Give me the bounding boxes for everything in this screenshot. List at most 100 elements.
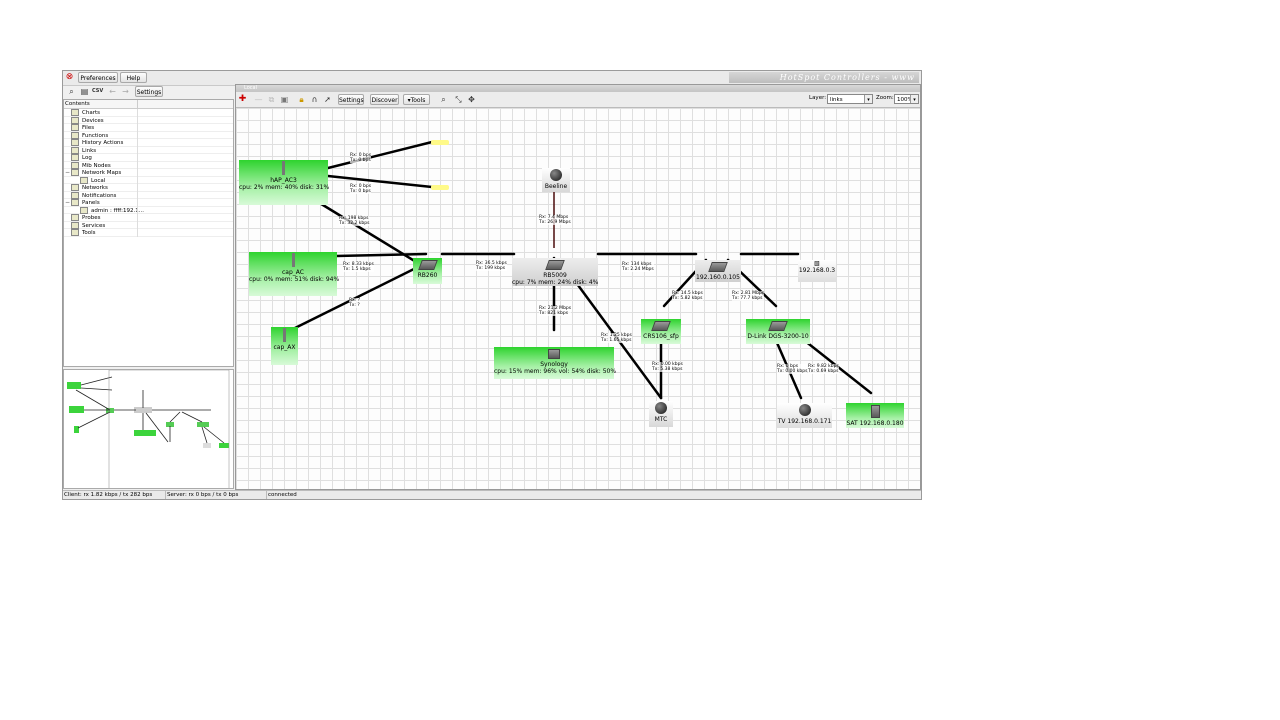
preferences-button[interactable]: Preferences xyxy=(78,72,118,83)
tree-item[interactable]: Devices xyxy=(64,116,233,124)
tree-item[interactable]: History Actions xyxy=(64,139,233,147)
map-settings-button[interactable]: Settings xyxy=(338,94,364,105)
help-button[interactable]: Help xyxy=(120,72,147,83)
tree-header: Contents xyxy=(64,100,233,109)
link-tx: Tx: 2.24 Mbps xyxy=(622,267,654,272)
switch-icon xyxy=(417,260,438,270)
link-rx: Rx: 1.25 kbps xyxy=(601,333,632,338)
folder-icon xyxy=(71,131,79,139)
link-icon[interactable]: ∩ xyxy=(311,95,318,104)
settings-button[interactable]: Settings xyxy=(135,86,163,97)
copy-icon[interactable]: ⧉ xyxy=(268,95,275,104)
unknown-endpoint[interactable] xyxy=(431,185,449,190)
node-beeline[interactable]: Beeline xyxy=(542,168,570,192)
tree-item[interactable]: Mib Nodes xyxy=(64,161,233,169)
column-divider xyxy=(137,139,138,147)
tree-item[interactable]: Networks xyxy=(64,184,233,192)
node-192-160-0-105[interactable]: 192.160.0.105 xyxy=(695,260,741,282)
tree-item[interactable]: Charts xyxy=(64,109,233,117)
find-icon[interactable]: ⌕ xyxy=(441,95,446,104)
binoculars-icon[interactable]: ⌕ xyxy=(69,87,74,96)
forward-arrow-icon[interactable]: → xyxy=(122,87,129,96)
unknown-endpoint[interactable] xyxy=(431,140,449,145)
tree-item[interactable]: −Network Maps xyxy=(64,169,233,177)
tree-item[interactable]: Files xyxy=(64,124,233,132)
antenna-icon xyxy=(283,328,286,342)
tree-expander-icon[interactable]: − xyxy=(65,169,71,176)
back-arrow-icon[interactable]: ← xyxy=(109,87,116,96)
tree-item[interactable]: Probes xyxy=(64,214,233,222)
tree-item[interactable]: Notifications xyxy=(64,191,233,199)
link-tx: Tx: ? xyxy=(349,303,360,308)
lock-icon[interactable]: 🔒︎ xyxy=(299,95,304,104)
remove-icon[interactable]: — xyxy=(254,95,263,104)
link-line[interactable] xyxy=(326,174,434,189)
overview-node xyxy=(106,408,114,413)
node-cap-ax[interactable]: cap_AX xyxy=(271,327,298,365)
expand-icon[interactable]: ✥ xyxy=(468,95,475,104)
tree-item[interactable]: Log xyxy=(64,154,233,162)
link-tx: Tx: 0.00 kbps xyxy=(777,369,808,374)
folder-icon xyxy=(71,199,79,206)
folder-icon xyxy=(80,206,88,214)
node-dlink[interactable]: D-Link DGS-3200-10 xyxy=(746,319,810,344)
tree-item-label: Functions xyxy=(82,132,109,139)
tree-item[interactable]: Functions xyxy=(64,131,233,139)
discover-button[interactable]: Discover xyxy=(370,94,399,105)
tree-item-label: Files xyxy=(82,125,95,131)
pointer-icon[interactable]: ➚ xyxy=(324,95,331,104)
node-cap-ac[interactable]: cap_AC cpu: 0% mem: 51% disk: 94% xyxy=(249,252,339,296)
folder-icon xyxy=(71,139,79,146)
node-sat[interactable]: SAT 192.168.0.180 xyxy=(846,403,904,428)
paste-icon[interactable]: ▣ xyxy=(280,95,289,104)
tools-label: Tools xyxy=(410,97,426,104)
node-rb5009[interactable]: RB5009 cpu: 7% mem: 24% disk: 4% xyxy=(512,258,598,286)
link-line[interactable] xyxy=(326,140,434,170)
tree-item[interactable]: admin : ffff:192.1... xyxy=(64,206,233,214)
tools-button[interactable]: ▾Tools xyxy=(403,94,430,105)
overview-viewport[interactable] xyxy=(108,370,230,489)
overview-node xyxy=(219,443,229,448)
tree-item[interactable]: −Panels xyxy=(64,199,233,207)
column-divider xyxy=(137,221,138,229)
map-overview[interactable] xyxy=(63,369,234,489)
nas-icon xyxy=(548,349,560,359)
shrink-icon[interactable]: ⤡ xyxy=(455,95,462,104)
node-hap-ac3[interactable]: hAP_AC3 cpu: 2% mem: 40% disk: 31% xyxy=(239,160,329,205)
link-line[interactable] xyxy=(334,252,428,258)
zoom-label: Zoom: xyxy=(876,95,894,101)
link-rx: Rx: 2.81 Mbps xyxy=(732,291,765,296)
disconnect-icon[interactable]: ⊗ xyxy=(65,72,74,82)
node-synology[interactable]: Synology cpu: 15% mem: 96% vol: 54% disk… xyxy=(494,347,616,379)
add-icon[interactable]: ✚ xyxy=(238,94,247,104)
tree-item[interactable]: Tools xyxy=(64,229,233,237)
node-name: MTC xyxy=(654,416,668,423)
tree-item-label: Links xyxy=(82,147,97,154)
column-divider xyxy=(137,146,138,154)
link-line[interactable] xyxy=(316,200,428,270)
node-192-168-0-3[interactable]: ▧ 192.168.0.3 xyxy=(798,260,836,282)
chevron-down-icon: ▾ xyxy=(864,95,872,103)
zoom-select[interactable]: 100%▾ xyxy=(894,94,919,104)
column-divider xyxy=(137,154,138,162)
node-crs106[interactable]: CRS106_sfp xyxy=(641,319,681,344)
tree-item[interactable]: Services xyxy=(64,221,233,229)
node-tv[interactable]: TV 192.168.0.171 xyxy=(777,403,832,428)
tree-item[interactable]: Links xyxy=(64,146,233,154)
link-tx: Tx: 1.5 kbps xyxy=(343,267,371,272)
csv-icon[interactable]: CSV xyxy=(92,88,104,94)
node-mtc[interactable]: MTC xyxy=(649,401,673,427)
layer-select[interactable]: links▾ xyxy=(827,94,873,104)
app-window: ⊗ Preferences Help HotSpot Controllers -… xyxy=(62,70,922,500)
print-icon[interactable]: ▤ xyxy=(80,87,89,96)
tree-item[interactable]: Local xyxy=(64,176,233,184)
link-line[interactable] xyxy=(289,262,426,332)
node-rb260[interactable]: RB260 xyxy=(413,258,442,284)
node-name: RB5009 xyxy=(543,272,567,279)
tree-expander-icon[interactable]: − xyxy=(65,199,71,206)
map-title: Local xyxy=(236,85,920,92)
map-canvas[interactable]: hAP_AC3 cpu: 2% mem: 40% disk: 31% cap_A… xyxy=(236,108,920,489)
